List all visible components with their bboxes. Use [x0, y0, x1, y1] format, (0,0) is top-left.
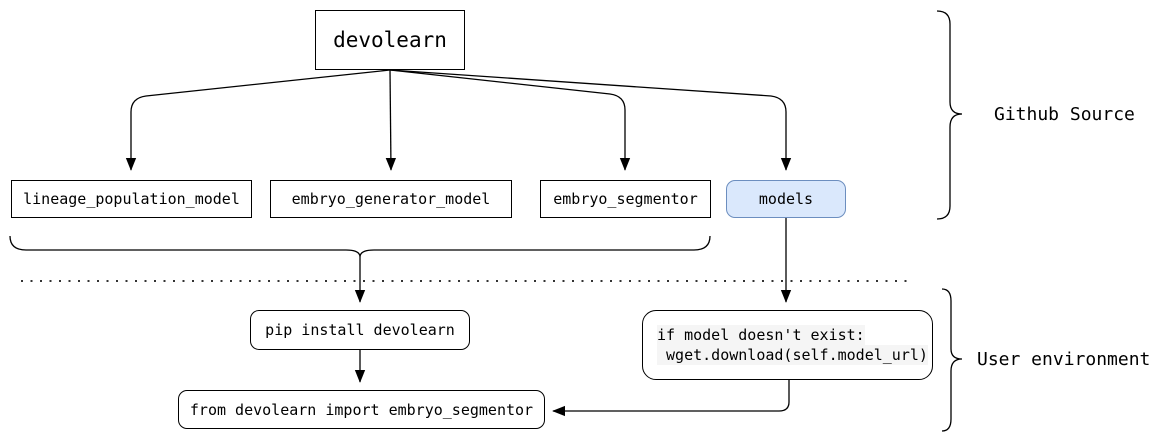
arrow-devolearn-to-segmentor — [389, 69, 631, 171]
node-devolearn: devolearn — [315, 10, 465, 70]
node-lineage-population-model: lineage_population_model — [11, 180, 252, 218]
node-model-check: if model doesn't exist: wget.download(se… — [642, 310, 933, 380]
brace-github-source — [936, 10, 963, 220]
model-check-line-1: if model doesn't exist: — [657, 325, 865, 345]
arrow-devolearn-to-generator — [385, 69, 397, 171]
node-import-statement: from devolearn import embryo_segmentor — [178, 390, 545, 429]
arrow-model-check-to-import — [552, 380, 790, 417]
label-github-source: Github Source — [994, 104, 1135, 125]
arrow-devolearn-to-lineage — [125, 69, 391, 171]
underbrace-collector — [9, 235, 711, 258]
arrow-devolearn-to-models — [389, 69, 792, 171]
node-pip-install: pip install devolearn — [250, 310, 470, 350]
node-embryo-segmentor: embryo_segmentor — [540, 180, 711, 218]
node-models: models — [726, 180, 846, 218]
brace-user-environment — [941, 288, 963, 432]
model-check-line-2: wget.download(self.model_url) — [657, 345, 928, 365]
label-user-environment: User environment — [977, 349, 1151, 370]
node-embryo-generator-model: embryo_generator_model — [270, 180, 512, 218]
